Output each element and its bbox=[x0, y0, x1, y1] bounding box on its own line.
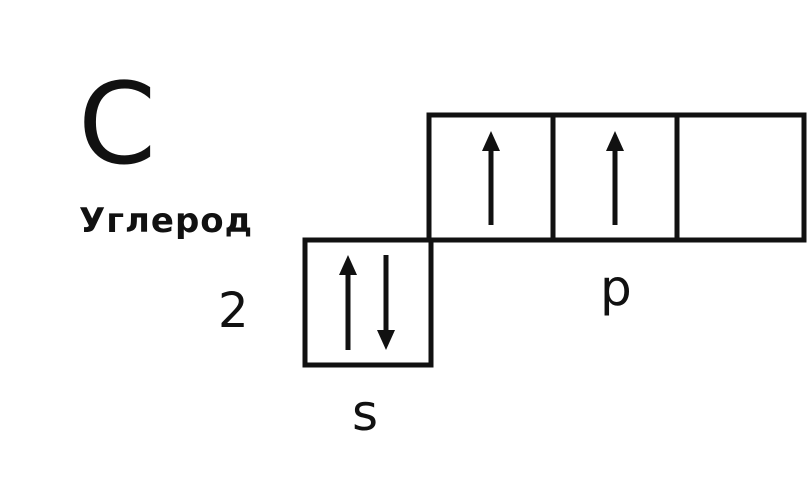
spin-up-arrow-icon bbox=[606, 131, 624, 225]
energy-level-label: 2 bbox=[218, 283, 249, 339]
p-electrons bbox=[482, 131, 624, 225]
s-orbital bbox=[302, 237, 434, 368]
p-orbital bbox=[426, 112, 807, 243]
p-orbital-cell bbox=[674, 112, 807, 243]
s-orbital-cell bbox=[302, 237, 434, 368]
spin-up-arrow-icon bbox=[482, 131, 500, 225]
spin-up-arrow-icon bbox=[339, 255, 357, 350]
s-electrons bbox=[339, 255, 395, 350]
spin-down-arrow-icon bbox=[377, 255, 395, 350]
element-symbol: C bbox=[78, 60, 156, 190]
s-orbital-label: s bbox=[352, 384, 378, 442]
element-name: Углерод bbox=[79, 201, 253, 241]
p-orbital-label: p bbox=[600, 259, 632, 317]
